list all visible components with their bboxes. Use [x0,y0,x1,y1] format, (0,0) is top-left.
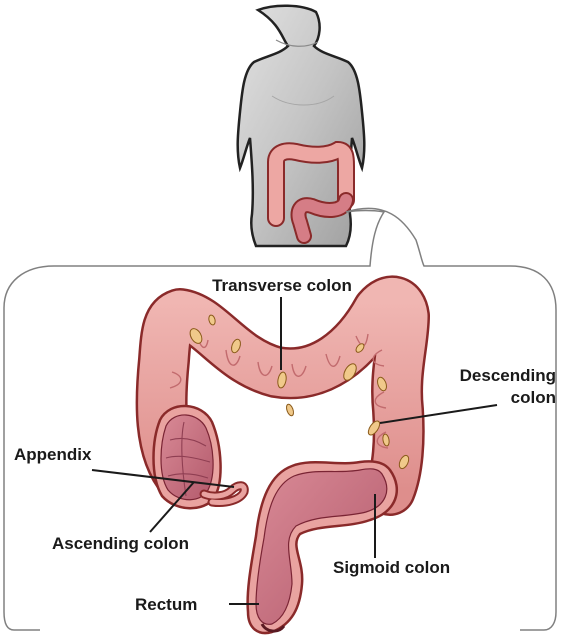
torso-figure [238,6,365,246]
label-transverse-colon: Transverse colon [212,276,352,295]
label-descending-line2: colon [511,388,556,407]
label-ascending-colon: Ascending colon [52,534,189,553]
label-descending-line1: Descending [460,366,556,385]
label-rectum: Rectum [135,595,197,614]
label-sigmoid-colon: Sigmoid colon [333,558,450,577]
colon [154,301,411,633]
label-appendix: Appendix [14,445,92,464]
